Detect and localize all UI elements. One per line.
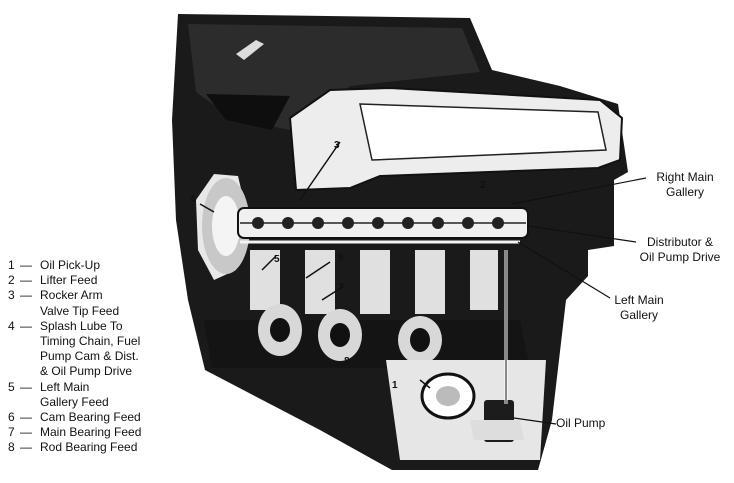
oil-flow-arrows — [199, 141, 431, 389]
callout-right-main-gallery: Right Main Gallery — [656, 170, 714, 199]
legend-dash: — — [20, 379, 32, 394]
legend-dash: — — [20, 410, 32, 425]
legend-number: 2 — [8, 273, 15, 288]
legend-dash: — — [20, 425, 32, 440]
legend-number: 4 — [8, 318, 15, 333]
legend-dash: — — [20, 440, 32, 455]
number-markers: 1 2 3 4 5 6 7 8 — [190, 140, 486, 391]
marker-7: 7 — [338, 282, 344, 293]
legend-number: 3 — [8, 288, 15, 303]
callout-left-main-gallery: Left Main Gallery — [614, 293, 664, 322]
callout-oil-pump: Oil Pump — [556, 416, 606, 430]
legend-number: 8 — [8, 440, 15, 455]
leader-right-main-gallery — [511, 177, 647, 205]
marker-6: 6 — [338, 252, 344, 263]
legend-item: 6 — Cam Bearing Feed — [8, 410, 198, 425]
marker-8: 8 — [344, 356, 350, 367]
legend-dash: — — [20, 318, 32, 333]
leader-oil-pump — [513, 417, 557, 425]
callout-leaders — [511, 177, 647, 425]
legend-text: Lifter Feed — [40, 273, 98, 288]
marker-2: 2 — [480, 180, 486, 191]
legend-dash: — — [20, 273, 32, 288]
legend-dash: — — [20, 258, 32, 272]
legend-item: 3 — Rocker Arm Valve Tip Feed — [8, 288, 198, 318]
valve-cover — [206, 40, 624, 192]
legend-number: 5 — [8, 379, 15, 394]
legend-number: 7 — [8, 425, 15, 440]
legend-text: Left Main Gallery Feed — [40, 379, 109, 409]
legend-item: 8 — Rod Bearing Feed — [8, 440, 198, 455]
leader-distributor-oil-pump-drive — [527, 225, 637, 243]
marker-4: 4 — [190, 194, 196, 205]
legend-number: 6 — [8, 410, 15, 425]
legend-text: Rocker Arm Valve Tip Feed — [40, 288, 120, 318]
marker-3: 3 — [334, 140, 340, 151]
legend-text: Main Bearing Feed — [40, 425, 142, 440]
legend-item: 1 — Oil Pick-Up — [8, 258, 198, 273]
legend-text: Oil Pick-Up — [40, 258, 101, 272]
legend-dash: — — [20, 288, 32, 303]
legend: 1 — Oil Pick-Up 2 — Lifter Feed 3 — Rock… — [8, 258, 198, 456]
legend-text: Cam Bearing Feed — [40, 410, 141, 425]
legend-text: Rod Bearing Feed — [40, 440, 138, 455]
callout-distributor-oil-pump-drive: Distributor & Oil Pump Drive — [639, 235, 721, 264]
legend-item: 2 — Lifter Feed — [8, 273, 198, 288]
legend-item: 4 — Splash Lube To Timing Chain, Fuel Pu… — [8, 319, 198, 380]
legend-text: Splash Lube To Timing Chain, Fuel Pump C… — [40, 318, 141, 379]
marker-1: 1 — [392, 380, 398, 391]
camshaft-gallery — [237, 207, 529, 244]
legend-item: 7 — Main Bearing Feed — [8, 425, 198, 440]
legend-number: 1 — [8, 258, 15, 272]
leader-left-main-gallery — [517, 241, 611, 299]
marker-5: 5 — [274, 254, 280, 265]
legend-item: 5 — Left Main Gallery Feed — [8, 380, 198, 410]
oil-pump — [420, 250, 524, 442]
